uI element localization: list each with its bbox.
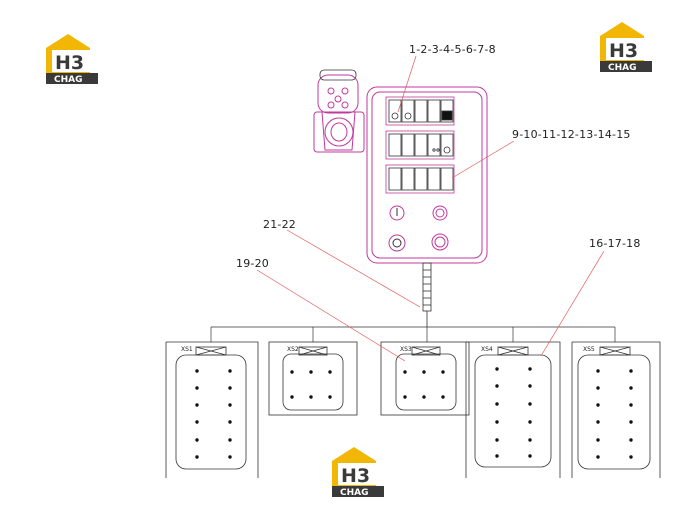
joystick-outline: [319, 69, 357, 81]
switch-row-3: [385, 164, 455, 194]
xs1-pin: [228, 386, 232, 390]
logo-sub: CHAG: [608, 63, 637, 73]
xs2-pin: [290, 395, 294, 399]
connector-label-xs4: XS4: [481, 346, 493, 353]
leader-1-8: [397, 55, 417, 113]
xs5-pin: [596, 403, 600, 407]
leader-lines: [256, 55, 605, 362]
knob-bottom-right: [431, 233, 449, 251]
xs4-pin: [495, 454, 499, 458]
callout-1-8: 1-2-3-4-5-6-7-8: [409, 43, 496, 56]
logo-bottom-center: H3 CHAG: [332, 447, 384, 498]
callout-16-18: 16-17-18: [589, 237, 641, 250]
xs2-pin: [309, 395, 313, 399]
xs1-pin: [195, 455, 199, 459]
xs5-pin: [629, 420, 633, 424]
leader-21-22: [286, 229, 421, 308]
logo-sub: CHAG: [340, 488, 369, 498]
leader-9-15: [451, 140, 515, 179]
xs2-pin: [328, 395, 332, 399]
xs5-pin: [629, 455, 633, 459]
callout-21-22: 21-22: [263, 218, 296, 231]
leader-19-20: [256, 269, 406, 362]
knob-top-right: [432, 205, 448, 221]
xs2-pin: [309, 370, 313, 374]
connector-label-xs2: XS2: [287, 346, 299, 353]
xs3-pin: [441, 370, 445, 374]
xs3-pin: [422, 370, 426, 374]
xs4-pin: [528, 454, 532, 458]
xs1-pin: [228, 369, 232, 373]
connector-xs5: [571, 341, 661, 478]
switch-row-2: [385, 130, 455, 160]
logo-top-right: H3 CHAG: [600, 22, 652, 73]
wire-bus: [210, 326, 616, 342]
connector-xs3: [380, 341, 470, 416]
xs4-pin: [528, 367, 532, 371]
connector-label-xs3: XS3: [400, 346, 412, 353]
logo-mark: H3: [609, 40, 638, 62]
xs4-pin: [495, 367, 499, 371]
xs1-pin: [195, 403, 199, 407]
xs3-pin: [403, 370, 407, 374]
xs1-pin: [228, 438, 232, 442]
connector-xs2: [268, 341, 358, 416]
xs4-pin: [528, 384, 532, 388]
xs4-pin: [495, 384, 499, 388]
xs5-pin: [629, 369, 633, 373]
xs4-pin: [495, 402, 499, 406]
xs1-pin: [195, 386, 199, 390]
xs1-pin: [228, 455, 232, 459]
xs1-pin: [228, 420, 232, 424]
logo-mark: H3: [341, 465, 370, 487]
xs5-pin: [596, 369, 600, 373]
xs4-pin: [528, 420, 532, 424]
knob-bottom-left: [388, 234, 406, 252]
joystick: [313, 74, 365, 153]
connector-xs4: [465, 341, 561, 478]
connector-label-xs1: XS1: [181, 346, 193, 353]
logo-sub: CHAG: [54, 75, 83, 85]
xs1-pin: [195, 420, 199, 424]
connector-xs1: [165, 341, 259, 478]
xs5-pin: [629, 403, 633, 407]
callout-9-15: 9-10-11-12-13-14-15: [512, 128, 631, 141]
xs3-pin: [403, 395, 407, 399]
callout-19-20: 19-20: [236, 257, 269, 270]
connector-label-xs5: XS5: [583, 346, 595, 353]
xs4-pin: [528, 438, 532, 442]
switch-row-1: [385, 96, 455, 126]
xs5-pin: [629, 386, 633, 390]
leader-16-18: [540, 250, 605, 357]
xs5-pin: [596, 386, 600, 390]
xs2-pin: [328, 370, 332, 374]
logo-top-left: H3 CHAG: [46, 34, 98, 85]
xs2-pin: [290, 370, 294, 374]
xs1-pin: [195, 438, 199, 442]
xs5-pin: [596, 438, 600, 442]
xs4-pin: [495, 420, 499, 424]
xs3-pin: [422, 395, 426, 399]
xs4-pin: [528, 402, 532, 406]
logo-mark: H3: [55, 52, 84, 74]
knob-top-left: [389, 205, 405, 221]
xs1-pin: [195, 369, 199, 373]
cable: [422, 262, 432, 327]
connector-pins: [195, 367, 633, 459]
xs4-pin: [495, 438, 499, 442]
xs1-pin: [228, 403, 232, 407]
xs5-pin: [596, 455, 600, 459]
xs3-pin: [441, 395, 445, 399]
xs5-pin: [596, 420, 600, 424]
xs5-pin: [629, 438, 633, 442]
